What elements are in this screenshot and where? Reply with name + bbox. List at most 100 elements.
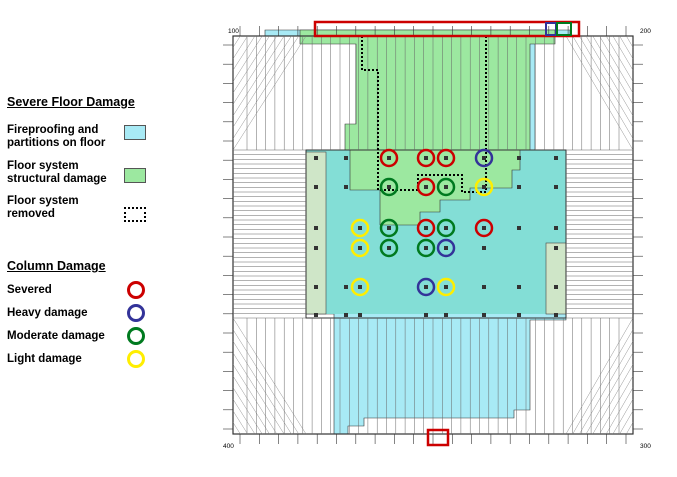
core-columns <box>314 156 558 317</box>
corner-truss <box>232 410 248 435</box>
damage-ring-903 <box>350 277 370 297</box>
core-column-marker <box>358 285 362 289</box>
corner-truss <box>232 352 285 435</box>
corner-truss <box>232 35 263 82</box>
corner-truss <box>232 422 241 435</box>
corner-truss <box>606 35 634 82</box>
core-column-marker <box>344 313 348 317</box>
damage-ring-703 <box>379 218 399 238</box>
core-column-marker <box>444 156 448 160</box>
corner-truss <box>232 35 277 105</box>
damage-ring-504 <box>416 148 436 168</box>
right-column-numbers <box>633 44 643 430</box>
corner-truss <box>626 422 634 435</box>
corner-truss <box>232 387 263 435</box>
legend-label-removed: Floor system removed <box>7 195 79 220</box>
core-column-marker <box>554 185 558 189</box>
corner-truss <box>565 317 634 435</box>
core-column-marker <box>314 246 318 250</box>
corner-truss <box>619 410 634 435</box>
core-column-marker <box>424 246 428 250</box>
damage-ring-704 <box>416 218 436 238</box>
corner-truss <box>612 399 634 435</box>
bottom-impact-zone-box <box>426 428 450 447</box>
core-column-marker <box>424 313 428 317</box>
bottom-column-numbers <box>239 434 627 444</box>
core-column-marker <box>314 313 318 317</box>
top-moderate-damage-marker <box>556 22 572 36</box>
damage-ring-506 <box>474 148 494 168</box>
moderate-damage-ring-icon <box>127 327 145 345</box>
core-column-marker <box>444 285 448 289</box>
legend: Severe Floor Damage Fireproofing and par… <box>0 0 190 477</box>
overlap-region <box>306 150 566 314</box>
damage-ring-503 <box>379 148 399 168</box>
legend-label-fireproofing: Fireproofing and partitions on floor <box>7 124 106 149</box>
damage-ring-604 <box>416 177 436 197</box>
light-damage-ring-icon <box>127 350 145 368</box>
corner-truss <box>599 375 634 435</box>
core-column-marker <box>314 156 318 160</box>
corner-truss <box>232 35 292 128</box>
damage-ring-805 <box>436 238 456 258</box>
core-column-marker <box>424 226 428 230</box>
corner-truss <box>232 35 241 48</box>
corner-truss <box>232 317 307 435</box>
corner-truss <box>232 35 307 151</box>
core-column-marker <box>482 246 486 250</box>
corner-truss <box>626 35 634 48</box>
core-column-marker <box>344 285 348 289</box>
corner-truss <box>619 35 634 59</box>
core-column-marker <box>482 156 486 160</box>
core-column-marker <box>554 156 558 160</box>
floor-removed-swatch <box>124 207 146 222</box>
column-damage-heading: Column Damage <box>7 259 106 273</box>
corner-truss <box>572 329 634 435</box>
core-column-marker <box>358 226 362 230</box>
legend-label-moderate: Moderate damage <box>7 330 105 342</box>
core-wall-panels <box>305 151 567 315</box>
corner-label-200: 200 <box>640 28 651 35</box>
core-column-marker <box>482 313 486 317</box>
corner-truss <box>232 35 270 94</box>
corner-truss <box>585 352 634 435</box>
corner-label-100: 100 <box>228 28 239 35</box>
corner-truss <box>232 329 299 435</box>
core-column-marker <box>387 156 391 160</box>
core-column-marker <box>314 226 318 230</box>
damage-ring-904 <box>416 277 436 297</box>
corner-label-300: 300 <box>640 443 651 450</box>
corner-truss <box>232 399 256 435</box>
damage-ring-802 <box>350 238 370 258</box>
corner-truss <box>612 35 634 71</box>
core-column-marker <box>314 285 318 289</box>
column-damage-rings <box>350 148 494 297</box>
damage-ring-606 <box>474 177 494 197</box>
core-column-marker <box>482 285 486 289</box>
damage-ring-705 <box>436 218 456 238</box>
core-column-marker <box>444 246 448 250</box>
corner-truss <box>592 35 634 105</box>
legend-label-structural: Floor system structural damage <box>7 160 107 185</box>
core-column-marker <box>444 185 448 189</box>
legend-label-light: Light damage <box>7 353 82 365</box>
damage-ring-905 <box>436 277 456 297</box>
core-column-marker <box>444 226 448 230</box>
core-column-marker <box>424 285 428 289</box>
corner-truss <box>232 341 292 435</box>
core-column-marker <box>387 226 391 230</box>
core-column-marker <box>387 185 391 189</box>
corner-truss <box>232 35 285 116</box>
damage-ring-706 <box>474 218 494 238</box>
corner-truss <box>599 35 634 94</box>
core-column-marker <box>517 156 521 160</box>
top-column-numbers <box>239 26 627 36</box>
damage-ring-803 <box>379 238 399 258</box>
core-column-marker <box>424 185 428 189</box>
core-column-marker <box>554 285 558 289</box>
structural-frame <box>232 35 634 435</box>
corner-truss <box>232 375 270 435</box>
damage-ring-603 <box>379 177 399 197</box>
damage-ring-804 <box>416 238 436 258</box>
